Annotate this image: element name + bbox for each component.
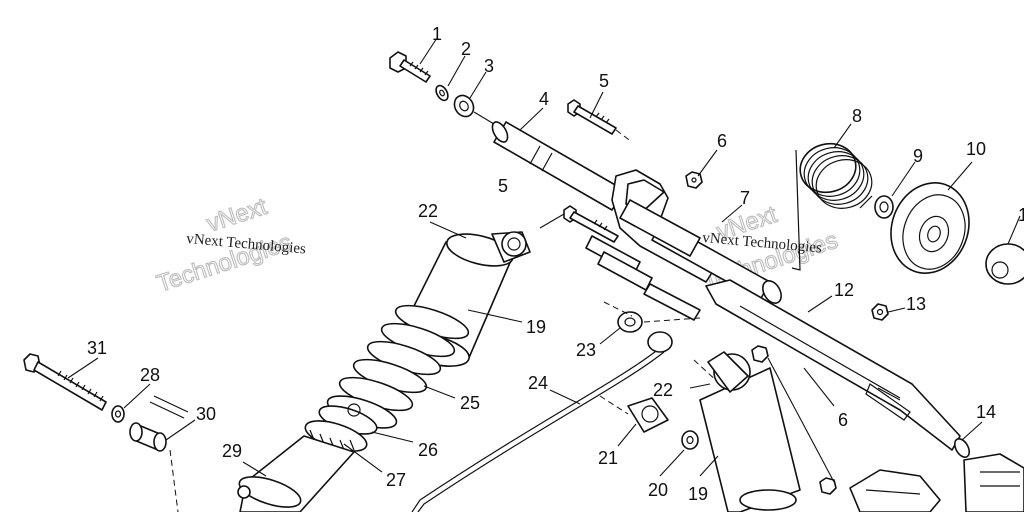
callout-21: 21 [598,448,618,468]
callout-14: 14 [976,402,996,422]
callout-3: 3 [484,56,494,76]
limiter-strap-24 [411,331,673,512]
callout-7: 7 [740,188,750,208]
callout-9: 9 [913,146,923,166]
washer-20 [681,430,699,450]
callout-6-top: 6 [717,131,727,151]
callout-1: 1 [432,24,442,44]
washer-3 [453,94,475,118]
callout-19-left: 19 [526,317,546,337]
nut-6-lower [751,345,769,363]
callout-8: 8 [852,106,862,126]
shock-absorber-19-right [699,351,801,512]
watermark-left: vNext Technologies vNext Technologies [153,192,307,298]
callout-27: 27 [386,470,406,490]
callout-25: 25 [460,393,480,413]
arm-12 [705,279,971,458]
callout-23: 23 [576,340,596,360]
callout-24: 24 [528,373,548,393]
nut-6-bottom [819,477,837,495]
nut-13 [871,303,889,321]
bolt-31 [23,353,107,411]
bolt-5-lower [563,205,619,243]
callout-13: 13 [906,294,926,314]
callout-11: 11 [1018,205,1024,225]
callout-30: 30 [196,404,216,424]
axle-housing-bottom [849,453,1024,512]
callout-10: 10 [966,139,986,159]
shaft-4 [491,121,625,211]
bolt-5-upper [567,99,617,135]
axis-line [473,111,495,125]
washer-28 [111,405,125,423]
rear-arm-7 [585,169,782,321]
bolt-1 [389,51,431,83]
callout-4: 4 [539,89,549,109]
callout-22-right: 22 [653,380,673,400]
bushing-23 [617,311,643,333]
shock-body-29 [237,435,355,512]
washer-2 [435,84,449,102]
callout-22-left: 22 [418,201,438,221]
watermark-vnext-outline: vNext [204,193,271,238]
callout-31: 31 [87,338,107,358]
idler-wheel-10 [890,182,970,274]
coil-spring-25 [326,304,470,429]
callout-29: 29 [222,441,242,461]
callout-28: 28 [140,365,160,385]
collar-11 [985,243,1024,285]
callout-26: 26 [418,440,438,460]
assembly-guide-lines [599,301,721,415]
callout-5-top: 5 [599,71,609,91]
callout-19-right: 19 [688,484,708,504]
washer-9 [874,195,894,219]
spacer-30 [129,395,189,452]
callout-5-mid: 5 [498,176,508,196]
callout-6-low: 6 [838,410,848,430]
callout-labels: 1 2 3 4 5 5 6 7 8 9 10 11 12 13 14 6 22 … [87,24,1024,504]
callout-2: 2 [461,39,471,59]
callout-12: 12 [834,280,854,300]
callout-20: 20 [648,480,668,500]
spacer-21 [627,397,669,433]
leader-lines [67,37,1021,483]
torsion-spring-8 [791,142,873,271]
